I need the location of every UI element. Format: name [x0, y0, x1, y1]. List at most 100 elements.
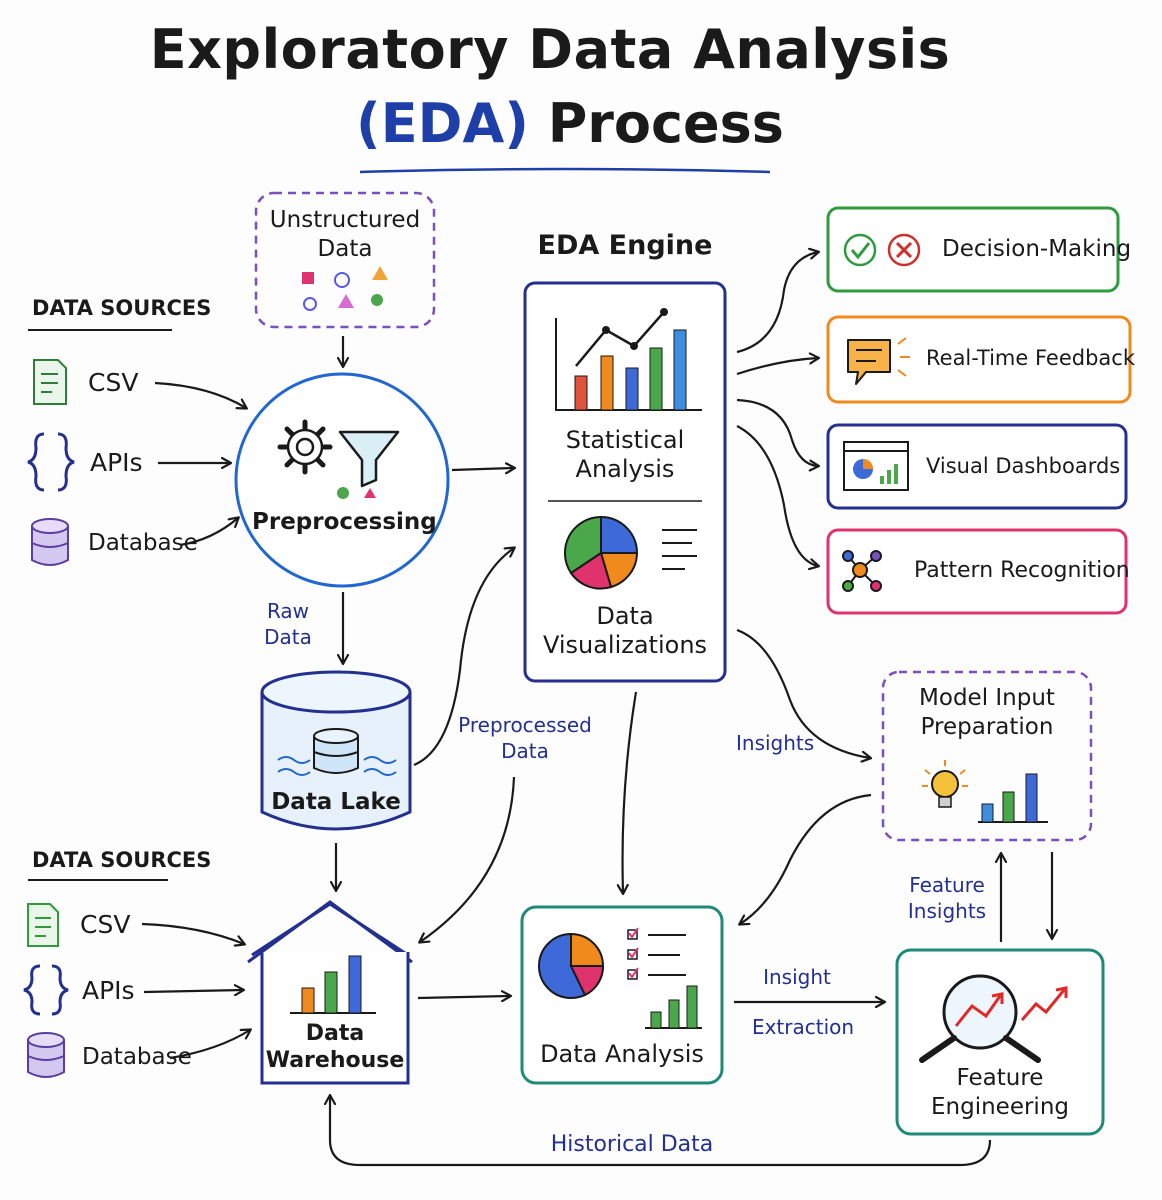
model-input-label: Model Input Preparation: [886, 684, 1088, 742]
warehouse-line2: Warehouse: [265, 1048, 405, 1073]
model-input-line2: Preparation: [920, 714, 1054, 740]
source-database-label: Database: [88, 530, 198, 556]
insight-label: Insight: [763, 965, 831, 989]
unstructured-line2: Data: [317, 236, 373, 262]
data-visualizations-label: Data Visualizations: [525, 602, 725, 660]
shapes-icon: [302, 266, 388, 311]
insights-label: Insights: [736, 731, 815, 755]
feature-engineering-line1: Feature: [956, 1065, 1044, 1091]
unstructured-data-box: [254, 191, 436, 329]
dashboard-icon: [843, 441, 909, 491]
decision-making-box: [826, 206, 1120, 293]
chat-bubble-icon: [847, 337, 910, 385]
raw-data-line2: Data: [264, 625, 312, 649]
document-icon: [27, 903, 59, 947]
feature-engineering-line2: Engineering: [931, 1094, 1069, 1120]
feature-engineering-label: Feature Engineering: [897, 1064, 1103, 1122]
raw-data-line1: Raw: [266, 599, 310, 623]
title-underline: [359, 167, 771, 174]
database-icon: [27, 1032, 65, 1078]
model-input-line1: Model Input: [919, 685, 1055, 711]
check-cross-icon: [843, 233, 921, 267]
document-icon: [33, 359, 67, 405]
pie-chart-icon: [563, 515, 639, 590]
gear-icon: [277, 419, 333, 475]
arrow-feature-to-warehouse: [330, 1096, 992, 1167]
preprocessed-data-label: Preprocessed Data: [452, 712, 598, 764]
arrow-db-to-preprocessing: [179, 518, 238, 547]
database-icon: [31, 518, 69, 566]
historical-data-label: Historical Data: [550, 1132, 714, 1157]
bar-chart-icon: [290, 955, 376, 1014]
preprocessing-label: Preprocessing: [252, 509, 437, 535]
model-input-box: [881, 670, 1093, 842]
arrow-eda-to-feedback: [736, 358, 818, 376]
warehouse-line1: Data: [305, 1021, 365, 1046]
feature-insights-label: Feature Insights: [904, 872, 990, 924]
feature-insights-line1: Feature: [909, 873, 985, 897]
braces-icon: [27, 432, 75, 492]
warehouse-house: [247, 900, 413, 1085]
pattern-recognition-label: Pattern Recognition: [914, 558, 1130, 583]
arrow-preprocessing-to-eda: [451, 468, 514, 470]
pattern-recognition-box: [826, 528, 1128, 615]
lightbulb-icon: [922, 760, 968, 808]
arrow-csv-to-preprocessing: [154, 381, 246, 408]
arrow-eda-to-analysis: [623, 691, 638, 893]
text-lines-icon: [662, 529, 697, 570]
source-apis-label: APIs: [90, 448, 143, 477]
statistical-analysis-label: Statistical Analysis: [525, 426, 725, 484]
visualizations-line2: Visualizations: [542, 631, 708, 659]
visualizations-line1: Data: [596, 602, 654, 630]
extraction-label: Extraction: [751, 1015, 855, 1039]
arrow-eda-to-decision: [736, 252, 818, 354]
statistical-line2: Analysis: [575, 455, 675, 483]
source-apis2-label: APIs: [82, 976, 135, 1005]
preprocessing-circle: [234, 372, 450, 588]
page-title-line2: (EDA) Process: [0, 92, 1140, 155]
data-lake-label: Data Lake: [271, 789, 401, 815]
arrow-apis2-to-warehouse: [143, 990, 243, 992]
source-csv-label: CSV: [88, 368, 139, 397]
real-time-feedback-box: [826, 315, 1132, 404]
unstructured-line1: Unstructured: [269, 207, 421, 233]
data-lake-cylinder: [260, 670, 412, 831]
data-warehouse-label: Data Warehouse: [262, 1020, 408, 1074]
preprocessed-data-line2: Data: [501, 739, 549, 763]
bar-line-chart-icon: [555, 308, 702, 411]
funnel-icon: [337, 430, 400, 499]
arrow-eda-to-pattern: [736, 425, 818, 566]
arrow-lake-to-eda: [413, 548, 514, 767]
arrow-csv2-to-warehouse: [141, 922, 244, 944]
statistical-line1: Statistical: [565, 426, 685, 454]
arrow-eda-to-model: [736, 628, 870, 758]
arrow-warehouse-to-analysis: [417, 996, 510, 998]
page-title: Exploratory Data Analysis: [149, 18, 951, 81]
decision-making-label: Decision-Making: [942, 236, 1132, 262]
sources-bottom-heading: DATA SOURCES: [32, 848, 212, 872]
source-database2-label: Database: [82, 1044, 192, 1070]
arrow-db2-to-warehouse: [169, 1030, 250, 1060]
network-icon: [842, 550, 882, 592]
data-analysis-label: Data Analysis: [540, 1040, 704, 1068]
bar-chart-icon: [978, 773, 1048, 823]
arrow-preprocessed-to-warehouse: [420, 776, 516, 942]
pie-chart-icon: [538, 932, 605, 999]
sources-top-heading: DATA SOURCES: [32, 296, 212, 320]
raw-data-label: Raw Data: [258, 598, 318, 650]
checklist-icon: [627, 927, 686, 980]
eda-engine-heading: EDA Engine: [537, 230, 713, 261]
feature-insights-line2: Insights: [907, 899, 987, 923]
title-highlight: (EDA): [356, 92, 529, 155]
bar-chart-icon: [645, 985, 702, 1029]
database-icon: [313, 728, 359, 774]
magnifier-trend-icon: [919, 974, 1068, 1063]
arrow-eda-to-dashboards: [736, 398, 818, 466]
connectors: [141, 252, 1052, 1167]
unstructured-label: Unstructured Data: [262, 206, 428, 264]
braces-icon: [23, 964, 69, 1016]
visual-dashboards-label: Visual Dashboards: [926, 454, 1121, 478]
preprocessed-data-line1: Preprocessed: [458, 713, 592, 737]
source-csv2-label: CSV: [80, 910, 131, 939]
